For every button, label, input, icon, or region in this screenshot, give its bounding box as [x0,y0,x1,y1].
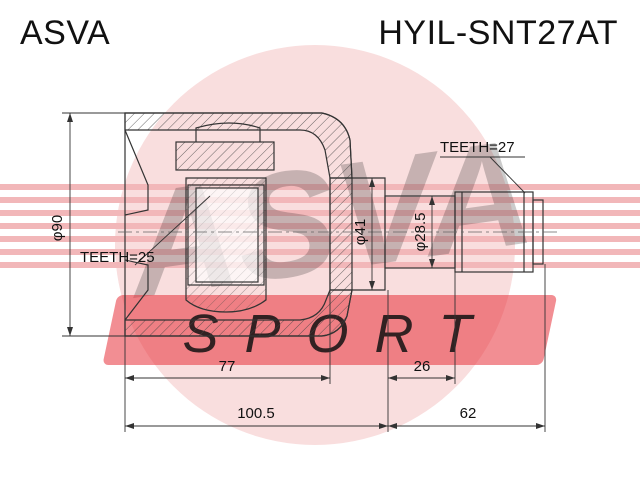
dim-shaft-diameter: φ28.5 [412,213,429,252]
tripod-roller-cap [195,122,261,142]
tripod-roller-top [175,141,275,171]
housing [124,112,386,337]
dimension-lines [62,112,546,432]
label-teeth-inner: TEETH=25 [80,249,155,266]
neck-hatch [329,177,353,291]
watermark: ASVA SPORT [0,45,640,445]
housing-inner-profile [124,129,149,321]
label-teeth-outer: TEETH=27 [440,139,515,156]
part-number: HYIL-SNT27AT [378,14,618,52]
dim-shaft-length: 26 [414,358,431,375]
dim-stub-length: 62 [460,405,477,422]
brand-title: ASVA [20,14,111,52]
dim-body-length: 77 [219,358,236,375]
watermark-stripes [0,184,640,268]
dim-overall-length: 100.5 [237,405,275,422]
dim-neck-diameter: φ41 [352,219,369,245]
dim-housing-diameter: φ90 [49,215,66,241]
